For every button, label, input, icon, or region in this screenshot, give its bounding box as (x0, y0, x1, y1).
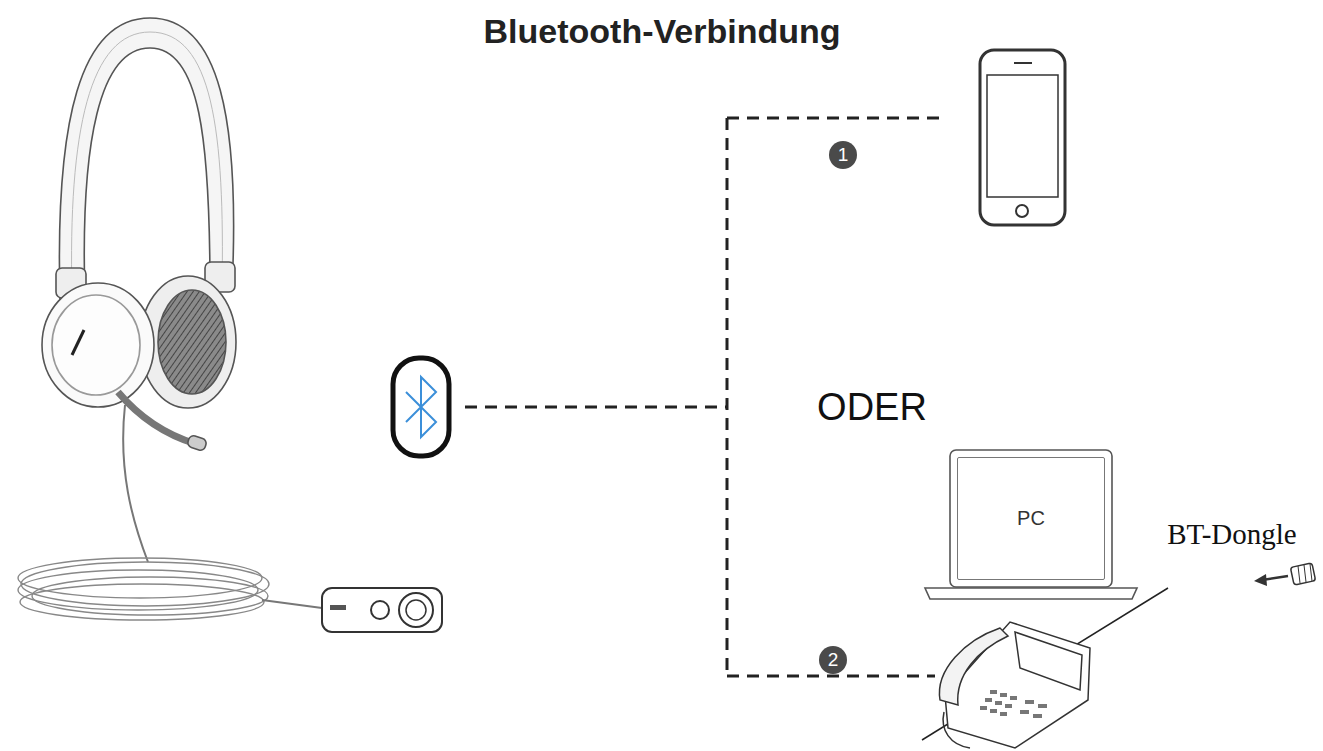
laptop-base (925, 588, 1137, 599)
dongle-groove (1310, 564, 1312, 581)
phone-home-button (1016, 205, 1028, 217)
bluetooth-symbol (393, 358, 449, 456)
alternative-label: ODER (817, 387, 927, 429)
controller-button (406, 600, 426, 620)
microphone-boom (118, 392, 196, 444)
phone-screen (987, 75, 1058, 197)
controller-logo (330, 605, 346, 610)
key (1010, 696, 1017, 700)
microphone-tip (187, 435, 208, 452)
dongle-body (1290, 563, 1315, 585)
insert-arrowhead (1254, 574, 1267, 586)
callout-number: 1 (838, 145, 849, 166)
headset-cable (123, 405, 148, 562)
laptop-illustration (925, 450, 1137, 599)
callout-circle (829, 141, 857, 169)
inline-controller (322, 588, 442, 632)
desk-phone-handset (939, 628, 1008, 705)
key (1020, 710, 1029, 714)
desk-phone-screen (1015, 632, 1082, 690)
desk-phone-body (945, 622, 1090, 748)
part-name: BT-Dongle (1167, 519, 1296, 551)
ear-cup-ring (52, 295, 140, 395)
key (1005, 704, 1012, 708)
desk-phone-cord (943, 712, 970, 748)
cable-coil (20, 584, 264, 620)
dashed-line (727, 675, 935, 678)
key (995, 701, 1002, 705)
headband (59, 18, 233, 300)
ear-cushion-mesh (158, 290, 226, 394)
key (990, 709, 997, 713)
ear-cup-front (42, 283, 154, 407)
smartphone-illustration (980, 50, 1065, 225)
controller-button (371, 601, 389, 619)
node-label: PC (1017, 507, 1045, 530)
key (980, 706, 987, 710)
bluetooth-rune (406, 377, 436, 437)
phone-speaker (1014, 62, 1032, 64)
key (990, 690, 997, 694)
dashed-line (726, 118, 729, 676)
ear-cup-logo (72, 330, 84, 355)
key (985, 698, 992, 702)
controller-cable (262, 600, 322, 608)
screen-box: PC (957, 457, 1105, 580)
laptop-lid (950, 450, 1112, 587)
callout-number: 2 (828, 650, 839, 671)
phone-body (980, 50, 1065, 225)
controller-button (399, 593, 433, 627)
cable-coil (18, 558, 262, 598)
key (1038, 704, 1047, 708)
dongle-groove (1304, 565, 1306, 582)
dongle-groove (1298, 566, 1300, 583)
cable-coil (32, 577, 268, 615)
callout-circle (819, 646, 847, 674)
bluetooth-frame (393, 358, 449, 456)
desk-phone-keypad (980, 690, 1047, 718)
dashed-line (727, 117, 945, 120)
headset-illustration (18, 18, 442, 632)
bt-dongle-illustration (1254, 563, 1316, 586)
diagram-title: Bluetooth-Verbindung (484, 13, 841, 50)
key (1033, 714, 1042, 718)
key (1000, 693, 1007, 697)
key (1025, 700, 1034, 704)
desk-phone-illustration (939, 622, 1090, 748)
dashed-line (465, 406, 727, 409)
key (1000, 712, 1007, 716)
headband-inner-line (72, 32, 223, 295)
dashed-connection (465, 118, 945, 676)
